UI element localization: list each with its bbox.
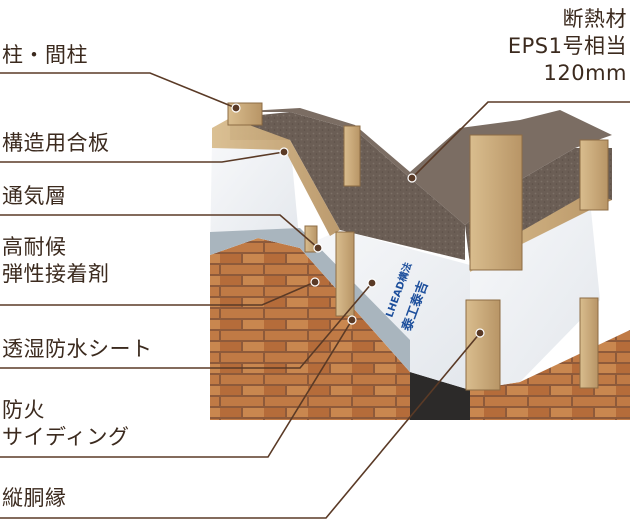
moisture-permeable-sheet-left	[210, 140, 300, 255]
base-flashing	[410, 372, 470, 420]
leader-pillar-dot	[231, 103, 241, 113]
leader-adhesive-dot	[310, 277, 320, 287]
label-adhesive-line1: 高耐候	[2, 235, 67, 259]
leader-insulation	[411, 101, 630, 179]
label-insulation-line3: 120mm	[543, 61, 627, 85]
vent-flashing-bar	[210, 228, 410, 372]
leader-siding-dot	[347, 315, 357, 325]
label-insulation-line1: 断熱材	[562, 7, 627, 31]
furring-strip-corner	[465, 299, 501, 391]
leader-pillar	[0, 72, 237, 109]
leader-vent-layer	[0, 214, 319, 249]
brick-siding-left	[210, 238, 410, 420]
furring-strip-mid	[335, 231, 355, 317]
leader-furring	[0, 332, 481, 519]
leader-plywood-dot	[279, 147, 289, 157]
pillar-corner	[469, 134, 523, 271]
leader-sheet	[0, 282, 373, 369]
label-vent-layer: 通気層	[2, 184, 67, 208]
label-pillar: 柱・間柱	[2, 43, 88, 67]
label-adhesive: 高耐候 弾性接着剤	[2, 234, 110, 288]
leader-siding	[0, 319, 353, 458]
label-siding-line1: 防火	[2, 398, 45, 422]
label-adhesive-line2: 弾性接着剤	[2, 262, 110, 286]
leader-insulation-dot	[407, 173, 417, 183]
stud-center	[343, 125, 361, 187]
leader-plywood	[0, 151, 285, 163]
label-plywood: 構造用合板	[2, 131, 110, 155]
leader-adhesive	[0, 281, 316, 306]
label-insulation-line2: EPS1号相当	[507, 34, 627, 58]
label-furring: 縦胴縁	[2, 486, 67, 510]
leader-furring-dot	[475, 328, 485, 338]
furring-strip-right	[579, 297, 599, 389]
leader-vent-layer-dot	[313, 243, 323, 253]
stud-right	[579, 139, 609, 211]
label-sheet: 透湿防水シート	[2, 337, 153, 361]
leader-sheet-dot	[367, 278, 377, 288]
label-insulation: 断熱材 EPS1号相当 120mm	[508, 6, 627, 87]
label-siding: 防火 サイディング	[2, 397, 130, 451]
label-siding-line2: サイディング	[2, 425, 130, 449]
structural-plywood-edge	[212, 118, 340, 236]
